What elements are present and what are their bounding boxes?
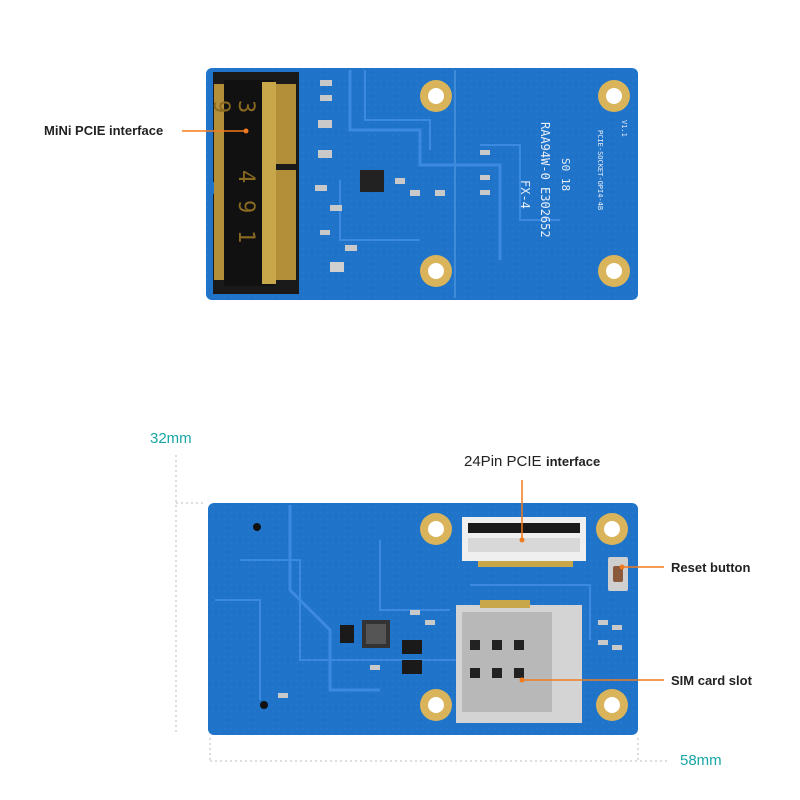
pcie-24pin-label-main: 24Pin PCIE bbox=[464, 453, 542, 470]
silkscreen-code: S0 18 bbox=[559, 158, 572, 192]
reset-button[interactable] bbox=[608, 557, 628, 591]
sim-card-slot[interactable] bbox=[456, 600, 582, 723]
dimension-lines bbox=[175, 455, 670, 762]
bottom-board bbox=[208, 503, 638, 735]
connector-digit: 9 bbox=[208, 100, 233, 114]
pcie-24pin-label: 24Pin PCIE interface bbox=[464, 453, 600, 471]
reset-button-label: Reset button bbox=[671, 560, 751, 575]
mini-pcie-label: MiNi PCIE interface bbox=[44, 123, 164, 138]
silkscreen-board: PCIE-SOCKET-OPI4-4B bbox=[596, 130, 604, 211]
connector-digit: 9 bbox=[233, 200, 258, 214]
width-dimension-label: 58mm bbox=[680, 752, 722, 769]
bottom-leaders bbox=[521, 480, 664, 681]
top-board bbox=[206, 68, 638, 300]
bottom-mounting-holes bbox=[420, 513, 628, 721]
connector-pins bbox=[214, 84, 296, 280]
ic-chip bbox=[360, 170, 384, 192]
pcie-24pin-label-suffix: interface bbox=[546, 454, 601, 469]
silkscreen-part: RAA94W-0 E302652 bbox=[538, 122, 552, 238]
connector-digit: 3 bbox=[233, 100, 258, 114]
smd-components bbox=[315, 80, 490, 251]
connector-digit: 4 bbox=[233, 170, 258, 184]
top-mounting-holes bbox=[420, 80, 630, 287]
height-dimension-label: 32mm bbox=[150, 430, 192, 447]
silkscreen-model: FX-4 bbox=[518, 180, 532, 209]
silkscreen-version: V1.1 bbox=[620, 120, 628, 137]
fpc-24pin-connector bbox=[462, 517, 586, 567]
mini-pcie-connector bbox=[210, 72, 299, 294]
connector-digit: 1 bbox=[233, 230, 258, 244]
sim-card-slot-label: SIM card slot bbox=[671, 673, 752, 688]
